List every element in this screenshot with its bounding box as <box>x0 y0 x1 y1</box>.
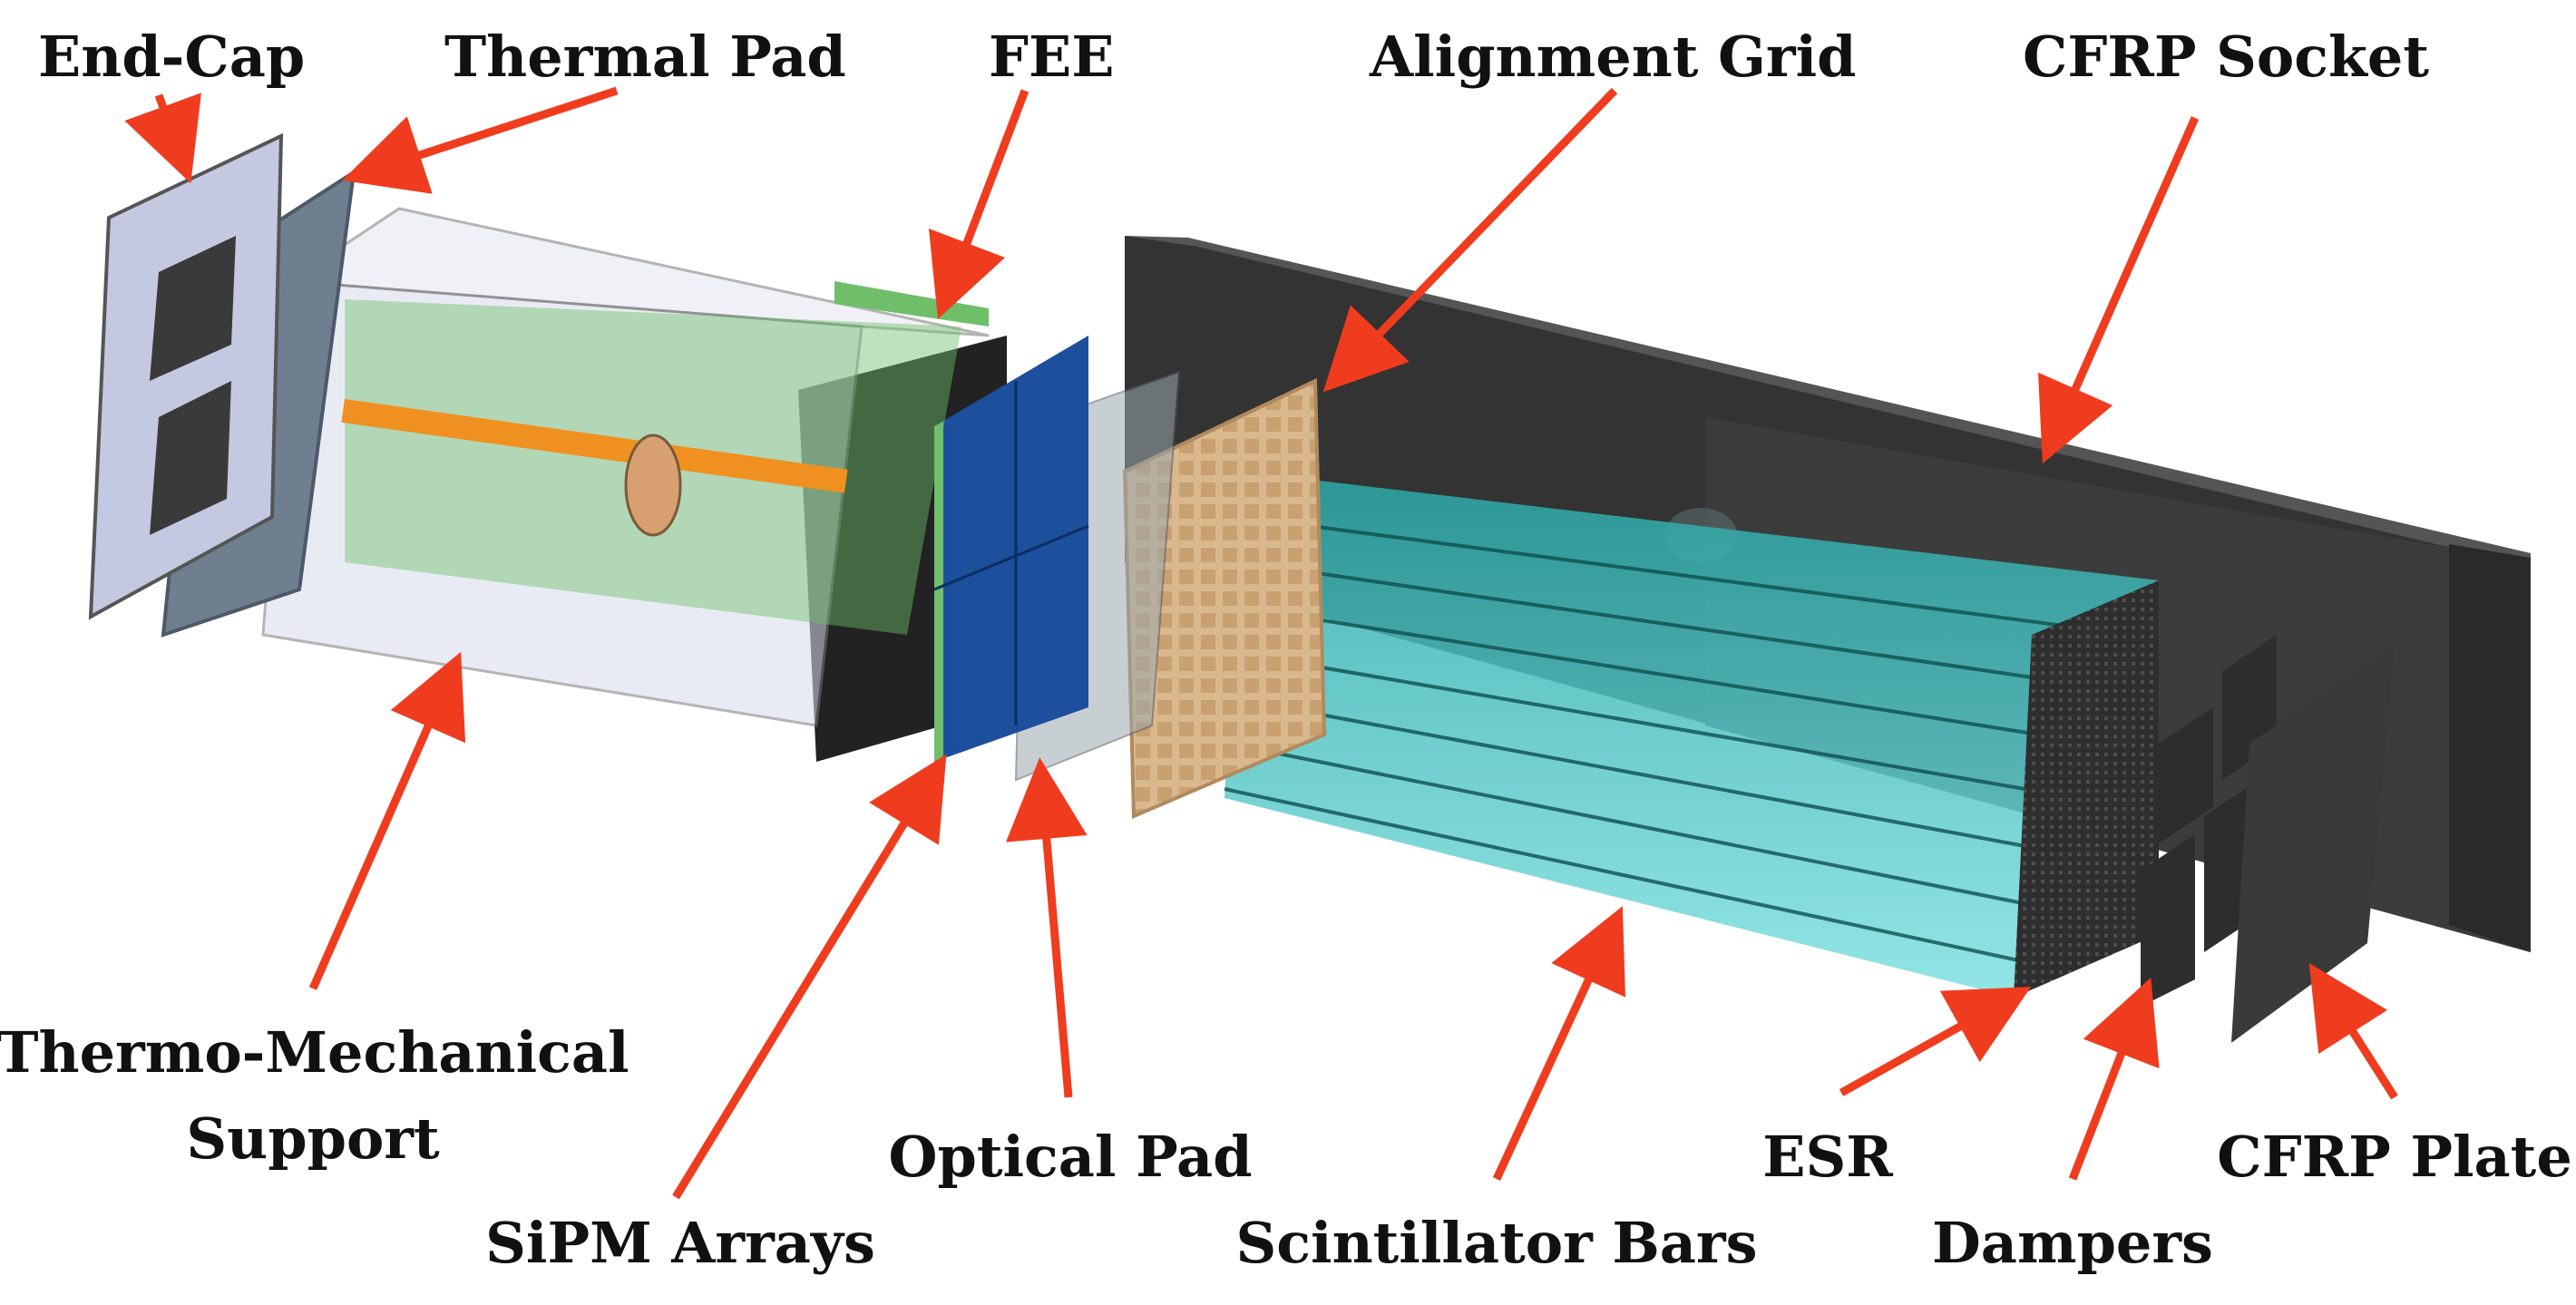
scintillator-bars-shape <box>1224 472 2159 998</box>
arrow-end-cap <box>124 93 201 184</box>
label-cfrp-socket: CFRP Socket <box>2023 24 2430 90</box>
label-sipm-arrays: SiPM Arrays <box>485 1210 875 1276</box>
arrow-dampers <box>2068 978 2160 1181</box>
sipm-arrays-shape <box>798 336 1089 764</box>
arrow-cfrp-plate <box>2308 963 2398 1100</box>
heat-pipe-shape <box>341 398 848 493</box>
label-fee: FEE <box>989 24 1115 90</box>
end-cap-shape <box>88 132 284 620</box>
label-thermo-mechanical: Thermo-Mechanical <box>0 1019 629 1086</box>
label-dampers: Dampers <box>1932 1210 2213 1276</box>
arrow-scintillator-bars <box>1492 906 1626 1181</box>
label-support: Support <box>186 1105 440 1172</box>
arrow-optical-pad <box>1005 757 1088 1098</box>
label-alignment-grid: Alignment Grid <box>1370 24 1857 90</box>
arrow-cfrp-socket <box>2037 116 2200 464</box>
arrow-thermo-mechanical <box>308 651 466 990</box>
cfrp-plate-shape <box>2231 644 2395 1043</box>
label-esr: ESR <box>1762 1124 1893 1190</box>
arrow-fee <box>928 89 1029 320</box>
arrow-alignment-grid <box>1322 87 1618 393</box>
arrow-esr <box>1839 987 2032 1096</box>
arrow-thermal-pad <box>342 86 619 194</box>
label-optical-pad: Optical Pad <box>888 1124 1253 1190</box>
annotation-arrows <box>124 86 2398 1200</box>
label-end-cap: End-Cap <box>38 24 306 90</box>
label-scintillator-bars: Scintillator Bars <box>1235 1210 1758 1276</box>
label-thermal-pad: Thermal Pad <box>444 24 846 90</box>
arrow-sipm-arrays <box>672 754 947 1200</box>
label-cfrp-plate: CFRP Plate <box>2217 1124 2572 1190</box>
esr-shape <box>2014 580 2159 998</box>
